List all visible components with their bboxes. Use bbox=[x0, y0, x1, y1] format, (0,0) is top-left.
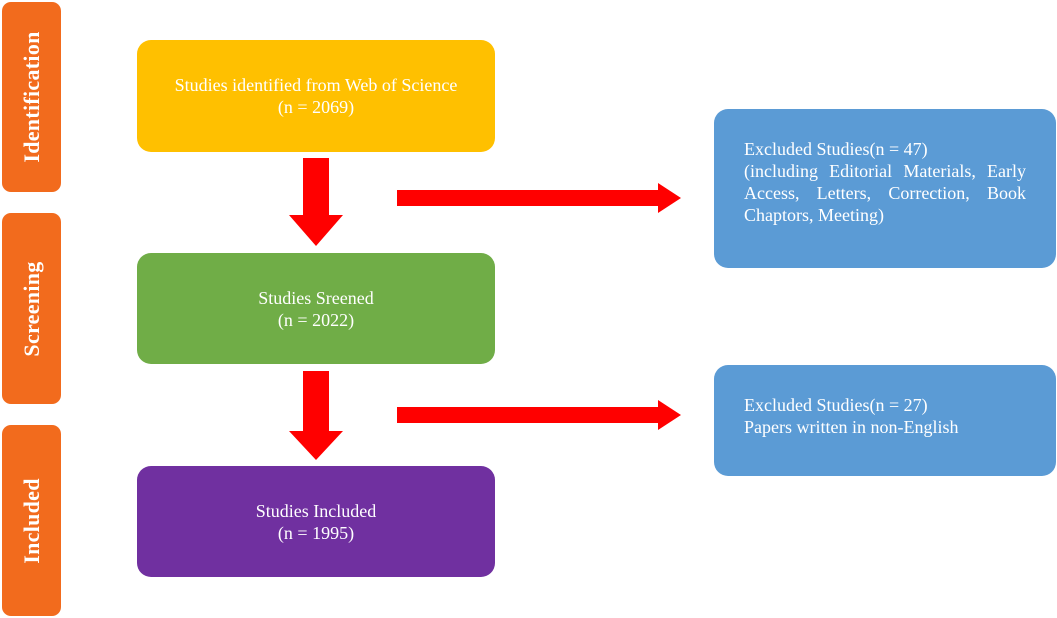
right-arrow-2 bbox=[397, 400, 681, 430]
screened-studies-box: Studies Sreened (n = 2022) bbox=[137, 253, 495, 364]
excluded-studies-2-title: Excluded Studies(n = 27) bbox=[744, 395, 928, 415]
excluded-studies-box-1: Excluded Studies(n = 47) (including Edit… bbox=[714, 109, 1056, 268]
excluded-studies-2-detail: Papers written in non-English bbox=[744, 417, 959, 437]
included-studies-box: Studies Included (n = 1995) bbox=[137, 466, 495, 577]
down-arrow-1 bbox=[289, 158, 343, 246]
screened-studies-title: Studies Sreened bbox=[258, 287, 374, 308]
included-studies-count: (n = 1995) bbox=[277, 522, 355, 543]
stage-screening: Screening bbox=[2, 213, 61, 404]
identified-studies-title: Studies identified from Web of Science bbox=[174, 75, 458, 95]
stage-identification: Identification bbox=[2, 2, 61, 192]
right-arrow-1 bbox=[397, 183, 681, 213]
stage-included: Included bbox=[2, 425, 61, 616]
down-arrow-2 bbox=[289, 371, 343, 460]
identified-studies-box: Studies identified from Web of Science (… bbox=[137, 40, 495, 152]
excluded-studies-1-detail: (including Editorial Materials, Early Ac… bbox=[744, 161, 1026, 225]
included-studies-title: Studies Included bbox=[255, 500, 377, 521]
screened-studies-count: (n = 2022) bbox=[277, 309, 355, 330]
excluded-studies-box-2: Excluded Studies(n = 27) Papers written … bbox=[714, 365, 1056, 476]
excluded-studies-1-title: Excluded Studies(n = 47) bbox=[744, 139, 928, 159]
identified-studies-count: (n = 2069) bbox=[277, 97, 355, 117]
